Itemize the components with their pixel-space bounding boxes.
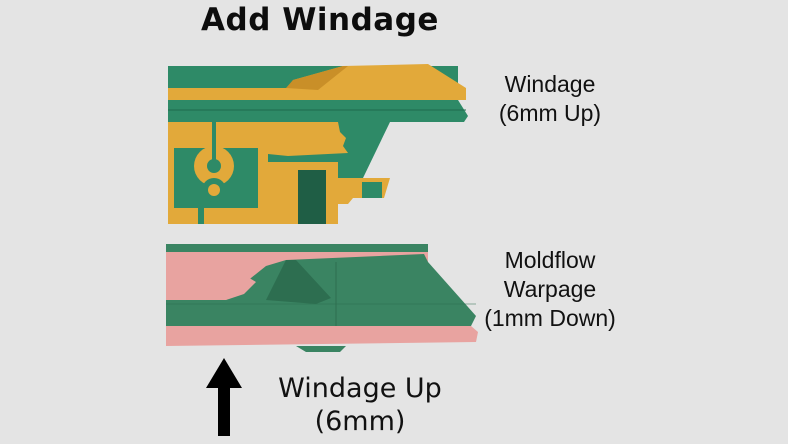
windage-label-line1: Windage (504, 71, 596, 97)
windage-cad-view (168, 64, 468, 224)
windage-label: Windage (6mm Up) (470, 70, 630, 128)
diagram-title: Add Windage (201, 2, 439, 38)
warpage-label-line2: Warpage (503, 276, 597, 302)
warpage-label-line3: (1mm Down) (484, 305, 616, 331)
warpage-label-line1: Moldflow (504, 247, 596, 273)
windage-label-line2: (6mm Up) (498, 100, 602, 126)
warpage-label: Moldflow Warpage (1mm Down) (480, 246, 620, 333)
arrow-up-icon (206, 358, 242, 436)
warpage-cad-view (166, 244, 478, 352)
windage-up-line1: Windage Up (278, 373, 442, 404)
windage-up-line2: (6mm) (314, 406, 406, 437)
windage-up-annotation: Windage Up (6mm) (260, 372, 460, 438)
